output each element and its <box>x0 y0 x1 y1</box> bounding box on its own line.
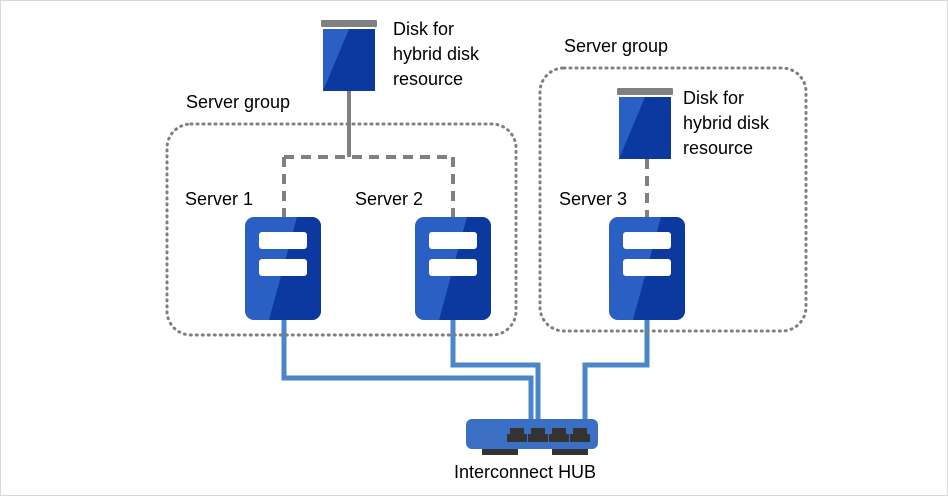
interconnect-hub-label: Interconnect HUB <box>454 462 597 482</box>
server-2-label: Server 2 <box>355 189 424 209</box>
disk-shared-label: Disk for hybrid disk resource <box>393 19 480 89</box>
hub-foot-right <box>552 447 588 455</box>
network-cable-server2 <box>450 320 541 419</box>
disk-server3-label: Disk for hybrid disk resource <box>683 88 770 158</box>
server-slot-bottom <box>429 259 477 276</box>
server-slot-top <box>259 232 307 249</box>
interconnect-hub-icon <box>466 419 598 455</box>
server-slot-bottom <box>259 259 307 276</box>
network-cable-server1 <box>281 320 534 419</box>
server-slot-bottom <box>623 259 671 276</box>
server-group-left-label: Server group <box>186 92 291 112</box>
server-slot-top <box>429 232 477 249</box>
server-group-right-label: Server group <box>564 36 669 56</box>
server-1-icon <box>245 217 321 320</box>
server-2-icon <box>415 217 491 320</box>
server-group-right-box <box>538 66 808 333</box>
disk-for-hybrid-disk-resource-shared <box>321 20 377 91</box>
disk-for-hybrid-disk-resource-server3 <box>617 88 673 159</box>
disk-link-shared <box>282 91 455 217</box>
server-3-label: Server 3 <box>559 189 628 209</box>
server-3-icon <box>609 217 685 320</box>
hub-ports <box>507 428 590 442</box>
server-group-left-box <box>165 122 518 337</box>
network-cable-server3 <box>582 320 650 419</box>
server-1-label: Server 1 <box>185 189 254 209</box>
disk-cap <box>321 20 377 27</box>
disk-cap <box>617 88 673 95</box>
server-slot-top <box>623 232 671 249</box>
hub-foot-left <box>482 447 518 455</box>
